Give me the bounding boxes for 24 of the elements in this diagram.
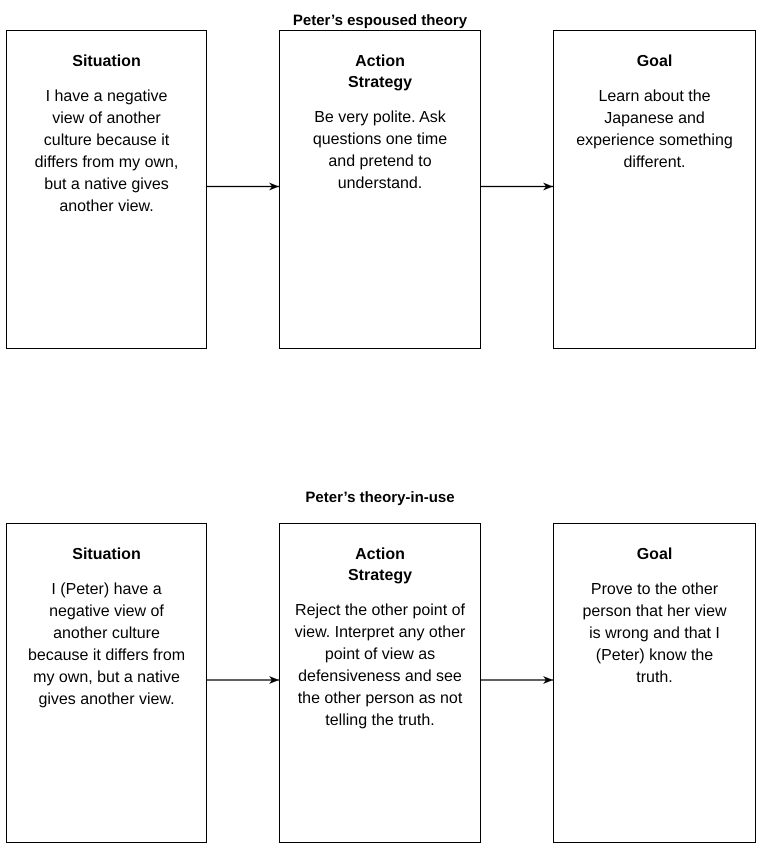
box-heading: Goal	[636, 545, 674, 565]
box-heading: Action Strategy	[346, 545, 414, 586]
box-text: I (Peter) have a negative view of another culture because it differs from my own, but a native gives another view.	[26, 580, 186, 710]
process-box	[279, 30, 481, 349]
box-text: Learn about the Japanese and experience something different.	[576, 87, 733, 173]
box-text: Reject the other point of view. Interpret any other point of view as defensiveness and see the other person as not telling the truth.	[294, 601, 466, 731]
box-text: Prove to the other person that her view is wrong and that I (Peter) know the truth.	[581, 580, 728, 688]
arrow	[481, 676, 553, 684]
section-heading: Peter’s theory-in-use	[304, 488, 456, 508]
arrow	[481, 182, 553, 190]
box-heading: Situation	[71, 545, 142, 565]
section-heading: Peter’s espoused theory	[292, 11, 468, 31]
box-text: I have a negative view of another culture because it differs from my own, but a native gives another view.	[34, 87, 180, 217]
process-box	[553, 523, 756, 843]
box-heading: Goal	[636, 52, 674, 72]
box-heading: Situation	[71, 52, 142, 72]
process-box	[6, 30, 207, 349]
arrow	[207, 676, 279, 684]
box-text: Be very polite. Ask questions one time and pretend to understand.	[312, 108, 448, 194]
process-box	[279, 523, 481, 843]
process-box	[6, 523, 207, 843]
process-box	[553, 30, 756, 349]
box-heading: Action Strategy	[346, 52, 414, 93]
arrow	[207, 182, 279, 190]
